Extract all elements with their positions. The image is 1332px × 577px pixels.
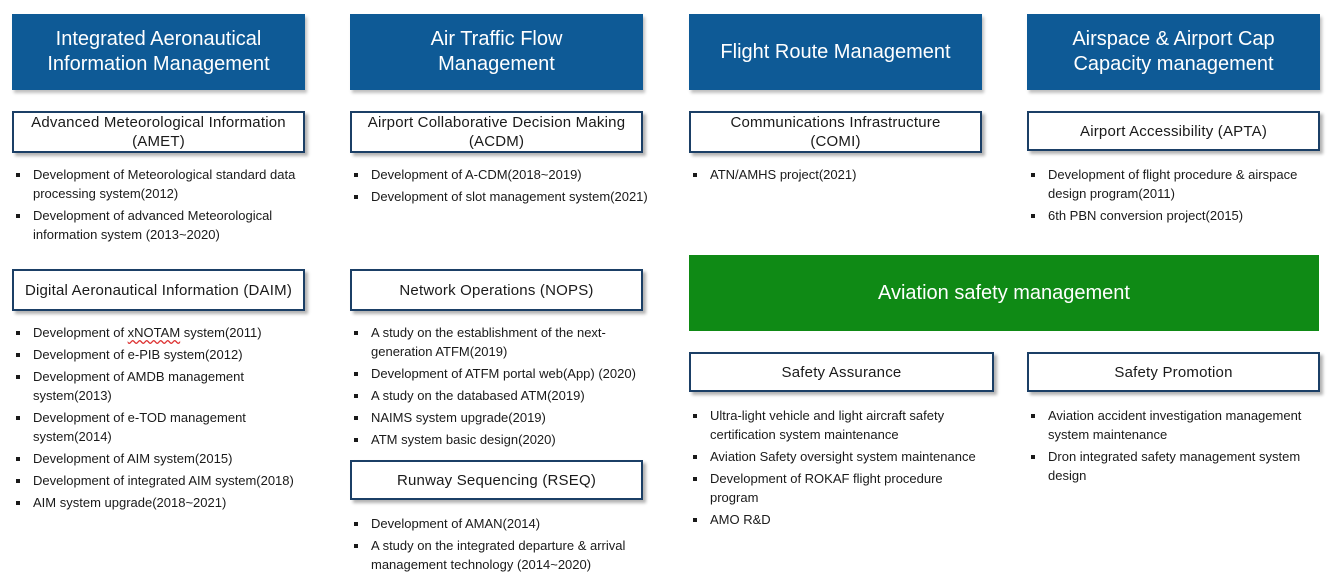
list-item: Development of AMDB management system(20… <box>14 367 309 405</box>
list-daim: Development of xNOTAM system(2011) Devel… <box>14 323 309 515</box>
list-comi: ATN/AMHS project(2021) <box>691 165 986 187</box>
spellcheck-word: xNOTAM <box>127 325 181 340</box>
list-item: AIM system upgrade(2018~2021) <box>14 493 309 512</box>
list-safety-promotion: Aviation accident investigation manageme… <box>1029 406 1319 488</box>
box-rseq: Runway Sequencing (RSEQ) <box>350 460 643 500</box>
box-comi: Communications Infrastructure (COMI) <box>689 111 982 153</box>
box-daim: Digital Aeronautical Information (DAIM) <box>12 269 305 311</box>
list-item: ATM system basic design(2020) <box>352 430 642 449</box>
list-item: Development of integrated AIM system(201… <box>14 471 309 490</box>
list-item: Aviation accident investigation manageme… <box>1029 406 1319 444</box>
list-item: Development of e-PIB system(2012) <box>14 345 309 364</box>
list-item: Development of e-TOD management system(2… <box>14 408 309 446</box>
list-item: Ultra-light vehicle and light aircraft s… <box>691 406 991 444</box>
list-item: 6th PBN conversion project(2015) <box>1029 206 1324 225</box>
list-item: Development of ATFM portal web(App) (202… <box>352 364 642 383</box>
list-item: Development of AMAN(2014) <box>352 514 642 533</box>
list-item: NAIMS system upgrade(2019) <box>352 408 642 427</box>
list-item: A study on the establishment of the next… <box>352 323 642 361</box>
list-item: AMO R&D <box>691 510 991 529</box>
header-airspace-airport: Airspace & Airport Cap Capacity manageme… <box>1027 14 1320 90</box>
list-safety-assurance: Ultra-light vehicle and light aircraft s… <box>691 406 991 532</box>
list-item: Aviation Safety oversight system mainten… <box>691 447 991 466</box>
header-iaim: Integrated Aeronautical Information Mana… <box>12 14 305 90</box>
list-apta: Development of flight procedure & airspa… <box>1029 165 1324 228</box>
list-item: Development of ROKAF flight procedure pr… <box>691 469 991 507</box>
box-amet: Advanced Meteorological Information (AME… <box>12 111 305 153</box>
list-item: Development of Meteorological standard d… <box>14 165 309 203</box>
list-item: Development of advanced Meteorological i… <box>14 206 309 244</box>
box-acdm: Airport Collaborative Decision Making (A… <box>350 111 643 153</box>
list-item: ATN/AMHS project(2021) <box>691 165 986 184</box>
list-item: Development of AIM system(2015) <box>14 449 309 468</box>
list-item: Development of slot management system(20… <box>352 187 657 206</box>
box-nops: Network Operations (NOPS) <box>350 269 643 311</box>
list-item: Development of flight procedure & airspa… <box>1029 165 1324 203</box>
box-safety-promotion: Safety Promotion <box>1027 352 1320 392</box>
box-apta: Airport Accessibility (APTA) <box>1027 111 1320 151</box>
list-item: A study on the databased ATM(2019) <box>352 386 642 405</box>
list-nops: A study on the establishment of the next… <box>352 323 642 452</box>
aviation-safety-banner: Aviation safety management <box>689 255 1319 331</box>
list-item-text-prefix: Development of <box>33 325 128 340</box>
list-item: Development of A-CDM(2018~2019) <box>352 165 657 184</box>
list-rseq: Development of AMAN(2014) A study on the… <box>352 514 642 577</box>
list-item: A study on the integrated departure & ar… <box>352 536 642 574</box>
list-item: Dron integrated safety management system… <box>1029 447 1319 485</box>
box-safety-assurance: Safety Assurance <box>689 352 994 392</box>
list-item: Development of xNOTAM system(2011) <box>14 323 309 342</box>
list-item-text-suffix: system(2011) <box>180 325 262 340</box>
header-flight-route: Flight Route Management <box>689 14 982 90</box>
header-atfm: Air Traffic Flow Management <box>350 14 643 90</box>
list-amet: Development of Meteorological standard d… <box>14 165 309 247</box>
list-acdm: Development of A-CDM(2018~2019) Developm… <box>352 165 657 209</box>
